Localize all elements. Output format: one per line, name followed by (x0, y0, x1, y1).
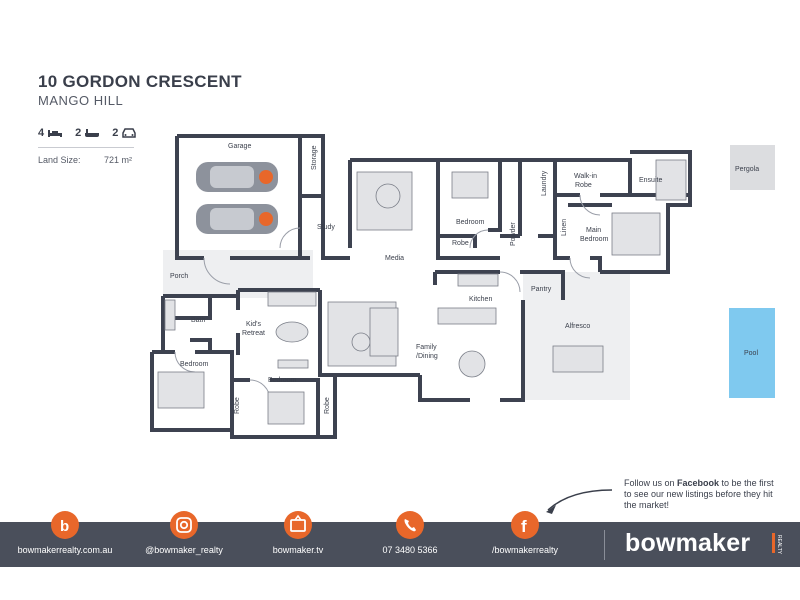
car-space-count-value: 2 (112, 127, 119, 139)
bedroom-count: 4 (38, 127, 63, 139)
tv-text[interactable]: bowmaker.tv (272, 545, 324, 555)
label-garage: Garage (228, 143, 251, 150)
bath-icon (85, 129, 100, 137)
room-labels: Garage Storage Study Media Bedroom Robe … (170, 143, 759, 414)
label-family-dining-line2: /Dining (416, 353, 438, 360)
bedroom-count-value: 4 (38, 127, 45, 139)
website-text[interactable]: bowmakerrealty.com.au (17, 545, 113, 555)
pool-area (729, 308, 775, 398)
alfresco-area (523, 272, 630, 400)
svg-text:f: f (521, 517, 527, 536)
property-address: 10 GORDON CRESCENT (38, 72, 242, 91)
instagram-text[interactable]: @bowmaker_realty (145, 545, 223, 555)
brand-accent-bar (772, 533, 775, 553)
instagram-icon (170, 511, 198, 539)
svg-text:b: b (60, 518, 69, 535)
header-divider (38, 147, 134, 148)
brand-logo: bowmaker (625, 529, 751, 557)
label-bedroom-left: Bedroom (180, 361, 209, 368)
label-family-dining-line1: Family (416, 344, 437, 351)
label-robe-top: Robe (452, 240, 469, 247)
bathroom-count-value: 2 (75, 127, 82, 139)
label-kids-retreat-line1: Kid's (246, 321, 261, 328)
social-note-suffix: to be the first to see our new listings … (624, 478, 774, 510)
label-ensuite: Ensuite (639, 177, 662, 184)
label-bedroom-bottom: Bedroom (268, 377, 297, 384)
walls (150, 134, 692, 439)
furniture (157, 159, 687, 425)
label-pantry: Pantry (531, 286, 552, 293)
label-linen: Linen (561, 219, 568, 236)
label-robe-left: Robe (234, 397, 241, 414)
garage-cars (196, 162, 278, 234)
brand-suffix: REALTY (776, 535, 782, 555)
label-main-bedroom-line1: Main (586, 227, 601, 234)
footer-facebook[interactable]: f /bowmakerrealty (478, 511, 572, 567)
facebook-icon: f (511, 511, 539, 539)
label-storage: Storage (311, 145, 318, 170)
label-walk-in-robe-line2: Robe (575, 182, 592, 189)
pointer-arrowhead (546, 505, 556, 514)
phone-icon (396, 511, 424, 539)
land-size: Land Size: 721 m² (38, 155, 138, 165)
label-alfresco: Alfresco (565, 323, 590, 330)
label-porch: Porch (170, 273, 188, 280)
tv-icon (284, 511, 312, 539)
phone-text[interactable]: 07 3480 5366 (382, 545, 438, 555)
car-space-count: 2 (112, 127, 137, 139)
footer-phone[interactable]: 07 3480 5366 (370, 511, 450, 567)
bathroom-count: 2 (75, 127, 100, 139)
social-note: Follow us on Facebook to be the first to… (624, 478, 774, 511)
website-logo-icon: b (51, 511, 79, 539)
social-note-prefix: Follow us on (624, 478, 678, 488)
facebook-text[interactable]: /bowmakerrealty (491, 545, 559, 555)
label-kitchen: Kitchen (469, 296, 492, 303)
footer-divider (604, 530, 605, 560)
social-note-network: Facebook (677, 478, 720, 488)
label-pool: Pool (744, 350, 758, 357)
label-walk-in-robe-line1: Walk-in (574, 173, 597, 180)
footer-bar: b bowmakerrealty.com.au @bowmaker_realty… (0, 511, 800, 567)
pointer-arrow (547, 489, 613, 511)
label-bath: Bath (191, 317, 206, 324)
feature-summary: 4 2 2 (38, 127, 143, 139)
bed-icon (48, 130, 63, 137)
label-powder: Powder (510, 222, 517, 246)
footer-website[interactable]: b bowmakerrealty.com.au (10, 511, 120, 567)
label-main-bedroom-line2: Bedroom (580, 236, 609, 243)
label-media: Media (385, 255, 404, 262)
label-robe-right: Robe (324, 397, 331, 414)
label-pergola: Pergola (735, 166, 759, 173)
land-size-value: 721 m² (104, 155, 133, 165)
land-size-label: Land Size: (38, 155, 81, 165)
footer-tv[interactable]: bowmaker.tv (258, 511, 338, 567)
label-study: Study (317, 224, 335, 231)
label-laundry: Laundry (541, 170, 548, 196)
car-icon (122, 128, 137, 138)
footer-instagram[interactable]: @bowmaker_realty (134, 511, 234, 567)
property-suburb: MANGO HILL (38, 93, 124, 108)
pergola-area (730, 145, 775, 190)
label-kids-retreat-line2: Retreat (242, 330, 265, 337)
label-bedroom-top: Bedroom (456, 219, 485, 226)
